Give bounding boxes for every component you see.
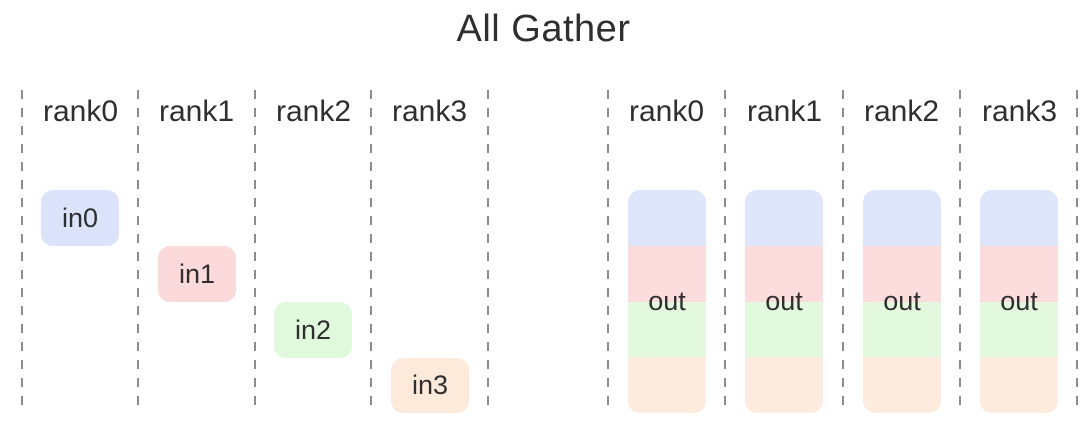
output-stack-label: out — [648, 286, 686, 316]
segment-in1 — [980, 245, 1058, 302]
rank-label: rank2 — [275, 95, 352, 128]
lane-divider — [487, 90, 489, 414]
segment-in2 — [863, 301, 941, 358]
input-block-label: in2 — [294, 314, 332, 345]
input-block-in3: in3 — [391, 358, 469, 413]
segment-in0 — [980, 190, 1058, 246]
segment-in2 — [628, 301, 706, 358]
input-block-label: in0 — [61, 202, 99, 233]
segment-in0 — [863, 190, 941, 246]
lane-divider — [607, 90, 609, 414]
lane-divider — [370, 90, 372, 414]
input-block-in0: in0 — [41, 190, 119, 246]
segment-in1 — [628, 245, 706, 302]
segment-in2 — [980, 301, 1058, 358]
segment-in0 — [628, 190, 706, 246]
lane-divider — [254, 90, 256, 414]
output-stack-label: out — [1000, 286, 1038, 316]
segment-in3 — [980, 357, 1058, 413]
rank-label: rank1 — [158, 95, 235, 128]
rank-label: rank3 — [391, 95, 468, 128]
rank-label: rank1 — [746, 95, 823, 128]
output-stack: out — [745, 190, 823, 413]
lane-divider — [724, 90, 726, 414]
output-stack: out — [628, 190, 706, 413]
lane-divider — [1076, 90, 1078, 414]
rank-label: rank2 — [863, 95, 940, 128]
rank-label: rank0 — [42, 95, 119, 128]
lane-divider — [21, 90, 23, 414]
output-stack: out — [863, 190, 941, 413]
lane-divider — [137, 90, 139, 414]
output-stack-label: out — [883, 286, 921, 316]
input-block-in1: in1 — [158, 246, 236, 302]
segment-in2 — [745, 301, 823, 358]
lane-divider — [959, 90, 961, 414]
segment-in3 — [745, 357, 823, 413]
input-block-in2: in2 — [274, 302, 352, 358]
input-block-label: in3 — [411, 370, 449, 400]
diagram-title: All Gather — [456, 8, 631, 50]
segment-in1 — [745, 245, 823, 302]
rank-label: rank3 — [981, 95, 1058, 128]
segment-in3 — [863, 357, 941, 413]
segment-in1 — [863, 245, 941, 302]
output-stack: out — [980, 190, 1058, 413]
segment-in0 — [745, 190, 823, 246]
output-stack-label: out — [765, 286, 803, 316]
rank-label: rank0 — [628, 95, 705, 128]
lane-divider — [842, 90, 844, 414]
segment-in3 — [628, 357, 706, 413]
input-block-label: in1 — [178, 258, 216, 289]
